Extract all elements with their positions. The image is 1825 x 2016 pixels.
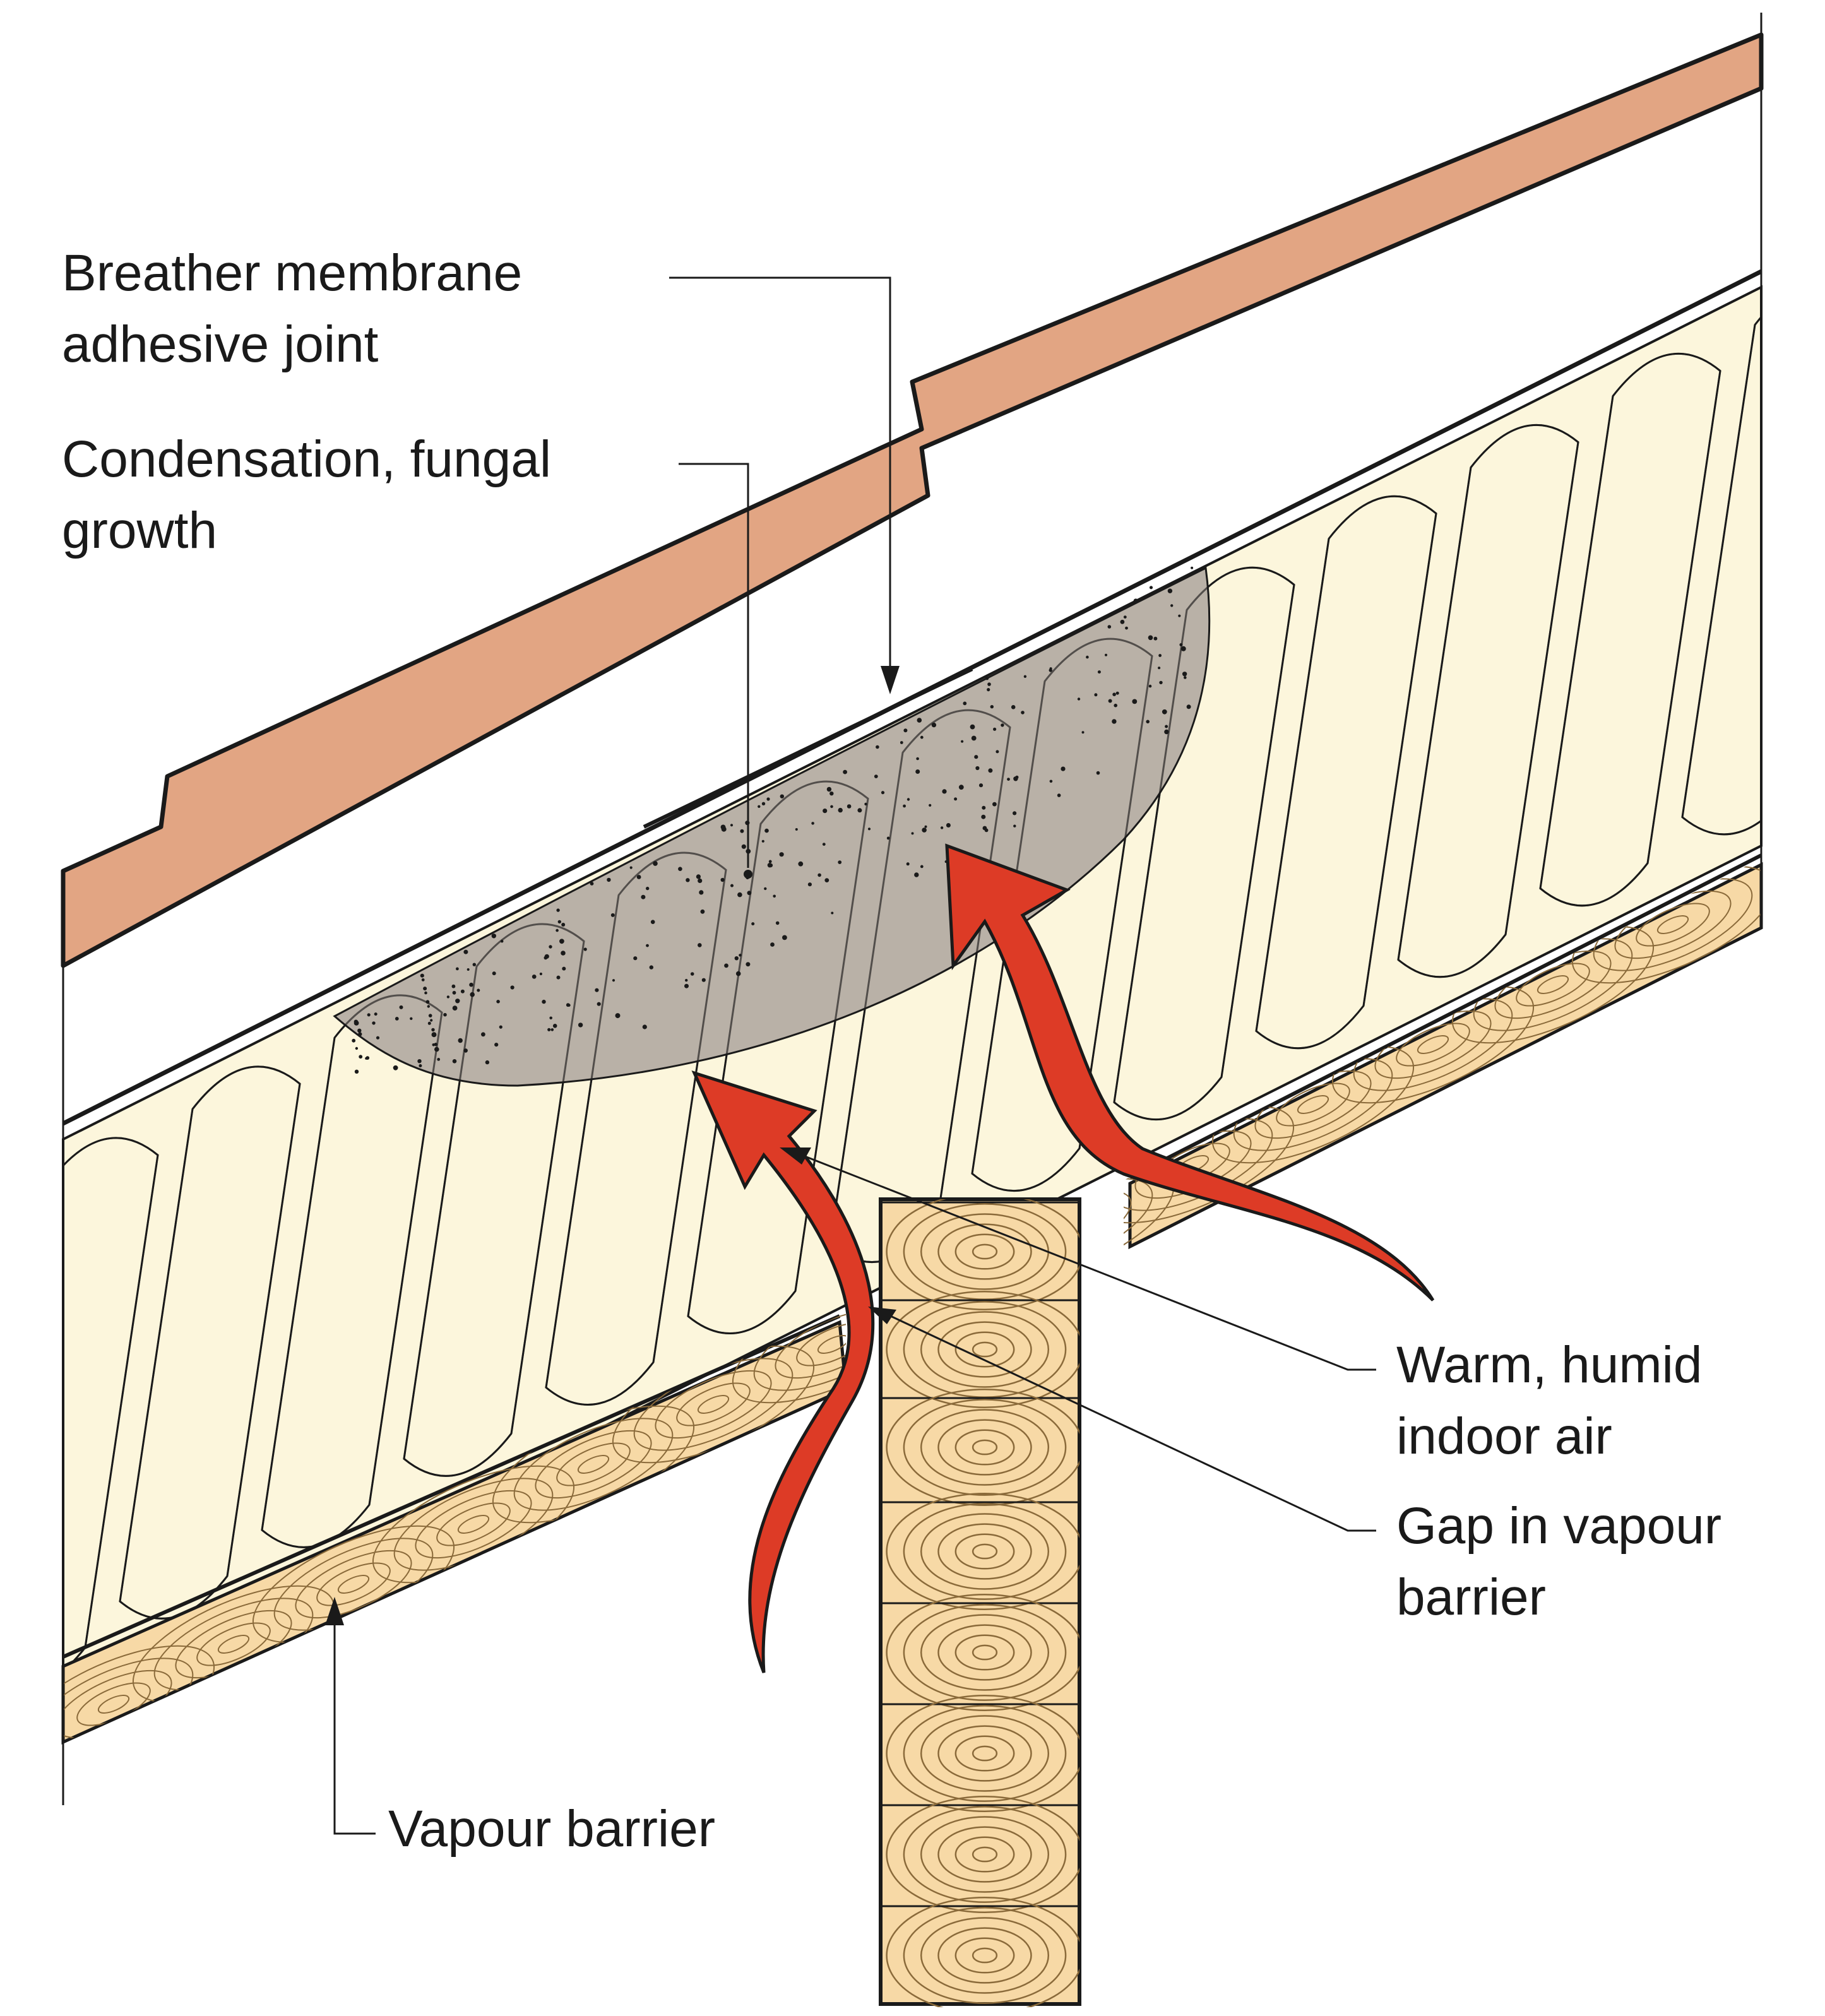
vapour-barrier-left	[62, 1314, 841, 1659]
label-warm-line2: indoor air	[1396, 1408, 1612, 1465]
leader-lines	[333, 276, 1376, 1835]
label-condensation-line2: growth	[62, 502, 217, 559]
label-gap-line1: Gap in vapour	[1396, 1497, 1721, 1555]
label-condensation-line1: Condensation, fungal	[62, 430, 551, 488]
label-breather-line2: adhesive joint	[62, 316, 379, 373]
label-breather-line1: Breather membrane	[62, 244, 522, 302]
airflow-arrow-left	[691, 1070, 875, 1673]
airflow-arrow-right	[945, 843, 1435, 1302]
batt-loop	[0, 1209, 16, 1761]
adhesive-joint-overlap	[643, 667, 973, 829]
leader-arrowheads	[325, 666, 900, 1625]
vapour-barrier-right	[1129, 853, 1763, 1179]
label-gap-line2: barrier	[1396, 1568, 1546, 1626]
label-warm-line1: Warm, humid	[1396, 1336, 1702, 1394]
timber-post	[879, 1197, 1081, 2006]
label-vapour-barrier: Vapour barrier	[388, 1800, 715, 1858]
